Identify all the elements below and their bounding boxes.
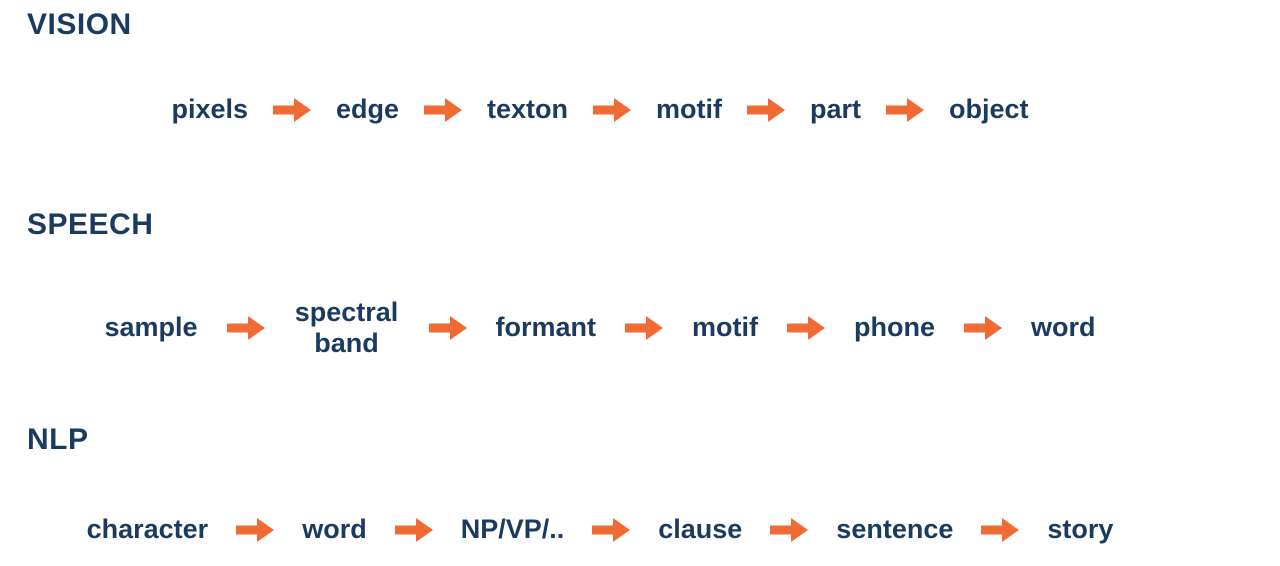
pipeline-step: word [302,514,367,545]
pipeline-row-vision: pixels edge texton motif part object [0,90,1200,130]
right-arrow-icon [625,316,664,340]
pipeline-step: texton [487,94,569,125]
right-arrow-icon [770,518,809,542]
right-arrow-icon [236,518,275,542]
right-arrow-icon [787,316,826,340]
right-arrow-icon [592,518,631,542]
pipeline-step: spectral band [294,296,399,358]
section-title-speech: SPEECH [27,208,154,241]
pipeline-step: NP/VP/.. [460,514,565,545]
right-arrow-icon [273,98,311,122]
pipeline-step: motif [692,312,759,343]
right-arrow-icon [886,98,925,122]
pipeline-step: motif [656,94,723,125]
section-title-vision: VISION [27,8,132,41]
right-arrow-icon [747,98,786,122]
pipeline-step: edge [336,94,400,125]
pipeline-step: object [949,94,1029,125]
pipeline-step: clause [658,514,743,545]
pipeline-step: phone [854,312,936,343]
right-arrow-icon [428,316,467,340]
pipeline-step: part [810,94,862,125]
right-arrow-icon [593,98,632,122]
pipeline-step: formant [495,312,597,343]
section-title-nlp: NLP [27,423,89,456]
pipeline-step: word [1031,312,1096,343]
pipeline-step: sample [104,312,198,343]
pipeline-step: pixels [171,94,248,125]
right-arrow-icon [981,518,1020,542]
pipeline-step: sentence [836,514,954,545]
right-arrow-icon [424,98,463,122]
pipeline-step: story [1047,514,1114,545]
pipeline-row-speech: sample spectral band formant motif phone… [0,294,1200,362]
right-arrow-icon [226,316,265,340]
right-arrow-icon [964,316,1003,340]
pipeline-row-nlp: character word NP/VP/.. clause sentence … [0,510,1200,550]
pipeline-step: character [86,514,209,545]
right-arrow-icon [394,518,433,542]
